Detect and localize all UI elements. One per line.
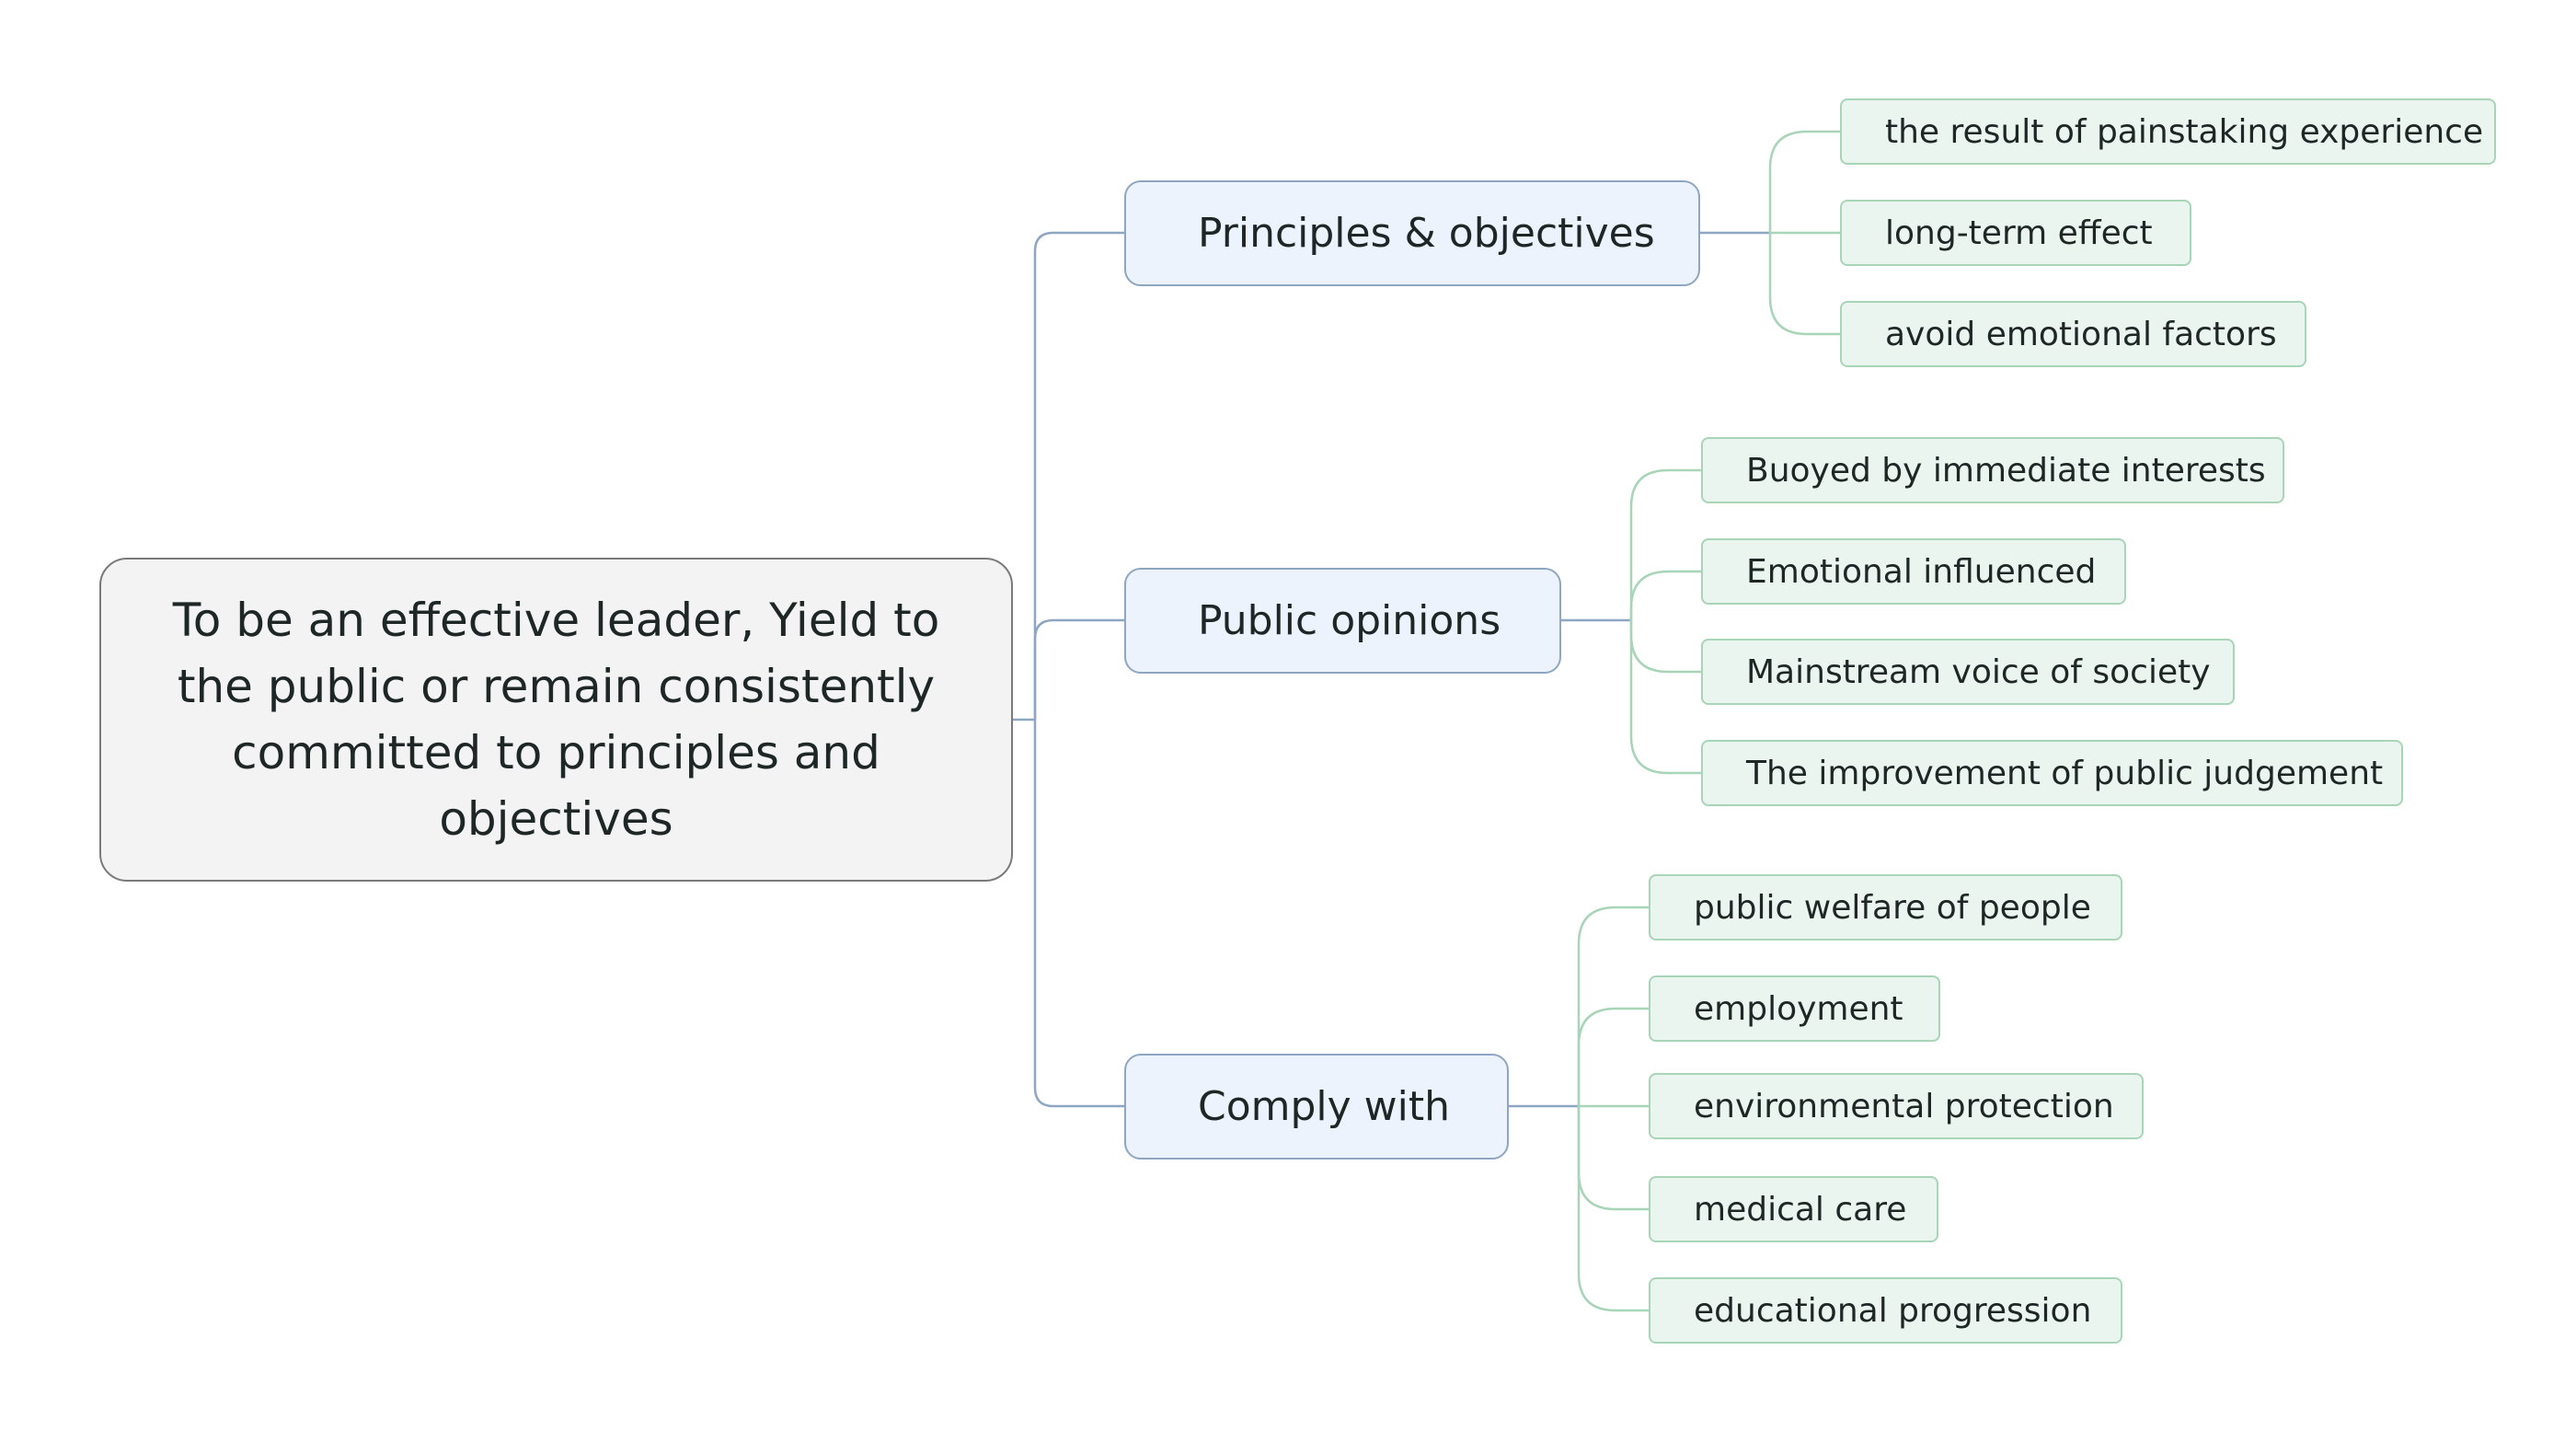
leaf-label: Mainstream voice of society [1746, 652, 2211, 691]
connector-comply-with-leaf-1 [1577, 906, 1649, 1106]
branch-principles-objectives[interactable]: Principles & objectives [1124, 180, 1700, 286]
leaf-environmental-protection[interactable]: environmental protection [1649, 1073, 2144, 1139]
connector-root-to-public-opinions [1033, 618, 1124, 720]
branch-comply-with[interactable]: Comply with [1124, 1054, 1509, 1160]
leaf-label: The improvement of public judgement [1746, 754, 2384, 792]
branch-label: Public opinions [1198, 597, 1501, 644]
leaf-label: environmental protection [1694, 1087, 2114, 1125]
leaf-medical-care[interactable]: medical care [1649, 1176, 1938, 1242]
connector-principles-leaf-3 [1768, 233, 1840, 336]
connector-public-opinions-leaf-1 [1629, 468, 1701, 620]
connector-root-to-comply-with [1033, 720, 1124, 1108]
leaf-label: long-term effect [1885, 213, 2153, 252]
leaf-employment[interactable]: employment [1649, 975, 1940, 1042]
leaf-label: medical care [1694, 1190, 1907, 1229]
connector-root-to-principles [1033, 231, 1124, 720]
connector-public-opinions-leaf-2 [1629, 570, 1701, 620]
leaf-label: employment [1694, 989, 1903, 1028]
leaf-label: the result of painstaking experience [1885, 112, 2484, 151]
leaf-public-welfare-of-people[interactable]: public welfare of people [1649, 874, 2122, 941]
branch-label: Comply with [1198, 1083, 1451, 1130]
connector-public-opinions-leaf-3 [1629, 620, 1701, 674]
leaf-painstaking-experience[interactable]: the result of painstaking experience [1840, 98, 2496, 165]
leaf-buoyed-by-immediate-interests[interactable]: Buoyed by immediate interests [1701, 437, 2284, 503]
connector-comply-with-leaf-2 [1577, 1007, 1649, 1106]
central-topic-label: To be an effective leader, Yield to the … [172, 594, 940, 846]
leaf-label: educational progression [1694, 1291, 2092, 1330]
branch-label: Principles & objectives [1198, 210, 1655, 257]
leaf-educational-progression[interactable]: educational progression [1649, 1277, 2122, 1344]
connector-public-opinions-leaf-4 [1629, 620, 1701, 775]
leaf-long-term-effect[interactable]: long-term effect [1840, 200, 2191, 266]
leaf-label: Emotional influenced [1746, 552, 2097, 591]
leaf-emotional-influenced[interactable]: Emotional influenced [1701, 538, 2126, 605]
leaf-mainstream-voice-of-society[interactable]: Mainstream voice of society [1701, 639, 2235, 705]
leaf-label: avoid emotional factors [1885, 315, 2277, 353]
connector-comply-with-leaf-4 [1577, 1106, 1649, 1211]
connector-principles-leaf-1 [1768, 130, 1840, 233]
connector-comply-with-leaf-5 [1577, 1106, 1649, 1312]
leaf-avoid-emotional-factors[interactable]: avoid emotional factors [1840, 301, 2306, 367]
leaf-improvement-of-public-judgement[interactable]: The improvement of public judgement [1701, 740, 2403, 806]
central-topic[interactable]: To be an effective leader, Yield to the … [99, 558, 1013, 882]
branch-public-opinions[interactable]: Public opinions [1124, 568, 1561, 674]
leaf-label: public welfare of people [1694, 888, 2091, 927]
leaf-label: Buoyed by immediate interests [1746, 451, 2266, 490]
